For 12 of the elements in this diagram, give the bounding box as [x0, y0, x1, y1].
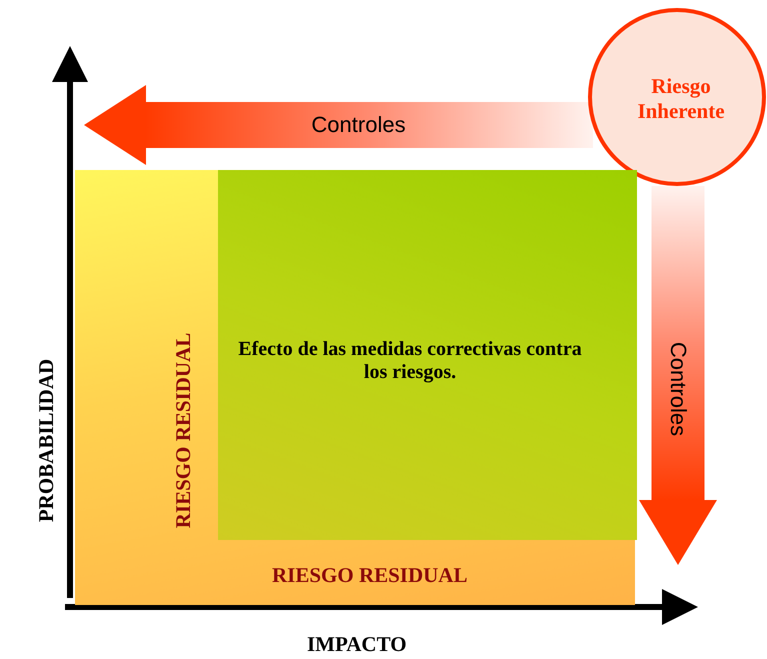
circle-title: Riesgo Inherente	[636, 74, 726, 124]
residual-risk-area	[75, 170, 635, 605]
arrow-label: Controles	[665, 342, 691, 436]
arrow-label: Controles	[311, 112, 406, 138]
residual-risk-label: RIESGO RESIDUAL	[272, 563, 468, 588]
axis-title: PROBABILIDAD	[34, 358, 60, 522]
axis-title: IMPACTO	[307, 632, 407, 657]
effect-text: Efecto de las medidas correctivas contra los riesgos.	[237, 338, 583, 384]
residual-risk-label: RIESGO RESIDUAL	[171, 332, 196, 528]
left-arrow	[84, 85, 593, 165]
down-arrow	[639, 186, 717, 565]
effect-area	[218, 170, 637, 540]
